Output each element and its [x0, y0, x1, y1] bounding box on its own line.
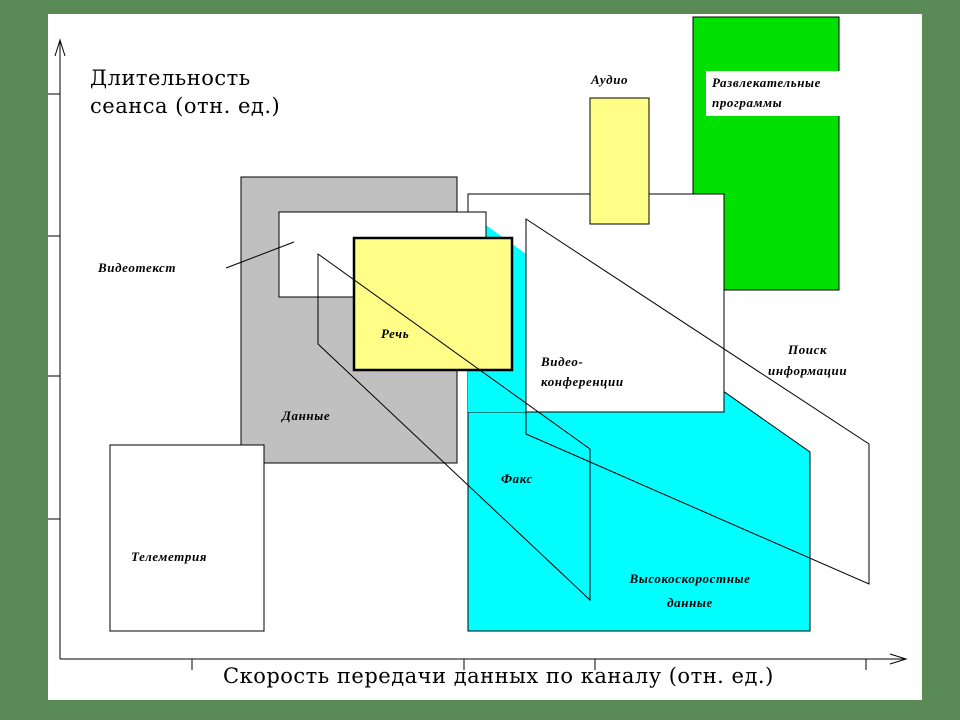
x-axis-title: Скорость передачи данных по каналу (отн.…	[223, 664, 774, 688]
search-label-line1: Поиск	[788, 342, 828, 357]
entertainment-label-line1: Развлекательные	[712, 75, 822, 90]
audio-label: Аудио	[591, 72, 629, 87]
y-axis-title: Длительность сеанса (отн. ед.)	[90, 66, 280, 118]
diagram-shapes	[48, 16, 908, 670]
data-label: Данные	[282, 408, 331, 423]
y-axis-title-line1: Длительность	[90, 66, 251, 90]
fax-region	[317, 253, 591, 602]
audio-region	[589, 97, 650, 225]
highspeed-data-label: Высокоскоростные данные	[605, 567, 775, 615]
highspeed-data-label-line2: данные	[667, 595, 713, 610]
search-region	[525, 218, 870, 585]
search-label: Поиск информации	[768, 339, 847, 381]
y-axis-title-line2: сеанса (отн. ед.)	[90, 94, 281, 118]
speech-label: Речь	[381, 326, 410, 341]
highspeed-data-label-line1: Высокоскоростные	[629, 571, 751, 586]
videoconference-label: Видео- конференции	[541, 352, 624, 392]
fax-label: Факс	[501, 471, 533, 486]
videotext-leader	[225, 241, 295, 269]
x-axis-arrow	[889, 653, 908, 665]
telemetry-label: Телеметрия	[131, 549, 208, 564]
videotext-label: Видеотекст	[98, 260, 177, 275]
speech-region	[352, 236, 514, 372]
videoconference-label-line2: конференции	[541, 374, 624, 389]
videoconference-label-line1: Видео-	[541, 354, 584, 369]
telemetry-region	[109, 444, 265, 632]
y-axis-arrow	[54, 38, 66, 57]
search-label-line2: информации	[768, 363, 848, 378]
entertainment-label-line2: программы	[712, 95, 783, 110]
entertainment-label: Развлекательные программы	[706, 71, 868, 116]
diagram-canvas: Длительность сеанса (отн. ед.) Скорость …	[48, 14, 922, 700]
